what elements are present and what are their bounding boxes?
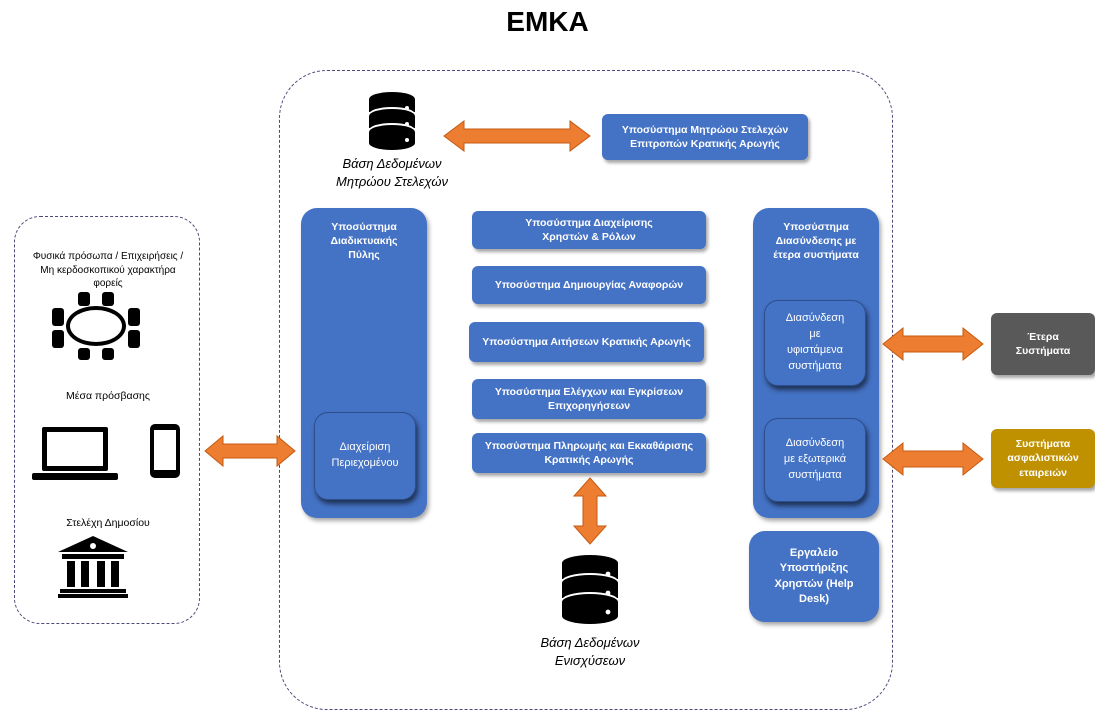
helpdesk-box: Εργαλείο Υποστήριξης Χρηστών (Help Desk) <box>749 531 879 622</box>
audits-approvals-subsystem: Υποσύστημα Ελέγχων και Εγκρίσεων Επιχορη… <box>472 379 706 419</box>
db-registry-label: Βάση Δεδομένων Μητρώου Στελεχών <box>335 156 449 189</box>
external-systems-link-box: Διασύνδεση με εξωτερικά συστήματα <box>764 418 866 502</box>
smartphone-icon <box>150 424 180 478</box>
meeting-table-icon <box>48 290 144 362</box>
content-management-box: Διαχείριση Περιεχομένου <box>314 412 416 500</box>
existing-systems-link-box: Διασύνδεση με υφιστάμενα συστήματα <box>764 300 866 386</box>
access-label: Μέσα πρόσβασης <box>66 390 150 402</box>
applications-subsystem: Υποσύστημα Αιτήσεων Κρατικής Αρωγής <box>469 322 704 362</box>
double-arrow-icon <box>443 120 591 152</box>
interconnect-subsystem-title: Υποσύστημα Διασύνδεσης με έτερα συστήματ… <box>773 221 859 262</box>
government-building-icon <box>58 536 128 598</box>
registry-subsystem-box: Υποσύστημα Μητρώου Στελεχών Επιτροπών Κρ… <box>602 114 808 160</box>
double-arrow-icon <box>882 326 984 362</box>
database-icon <box>562 555 618 625</box>
entities-label: Φυσικά πρόσωπα / Επιχειρήσεις / Μη κερδο… <box>32 251 184 289</box>
double-arrow-icon <box>204 434 296 468</box>
double-arrow-icon <box>572 477 608 545</box>
payments-clearing-subsystem: Υποσύστημα Πληρωμής και Εκκαθάρισης Κρατ… <box>472 433 706 473</box>
users-roles-subsystem: Υποσύστημα Διαχείρισης Χρηστών & Ρόλων <box>472 211 706 249</box>
other-systems-box: Έτερα Συστήματα <box>991 313 1095 375</box>
double-arrow-icon <box>882 441 984 477</box>
users-boundary <box>14 216 200 624</box>
insurance-systems-box: Συστήματα ασφαλιστικών εταιρειών <box>991 429 1095 488</box>
portal-subsystem-title: Υποσύστημα Διαδικτυακής Πύλης <box>330 221 398 262</box>
page-title: ΕΜΚΑ <box>506 6 589 37</box>
db-grants-label: Βάση Δεδομένων Ενισχύσεων <box>540 635 640 668</box>
reports-subsystem: Υποσύστημα Δημιουργίας Αναφορών <box>472 266 706 304</box>
database-icon <box>369 92 415 150</box>
public-staff-label: Στελέχη Δημοσίου <box>66 517 150 529</box>
laptop-icon <box>32 425 118 483</box>
